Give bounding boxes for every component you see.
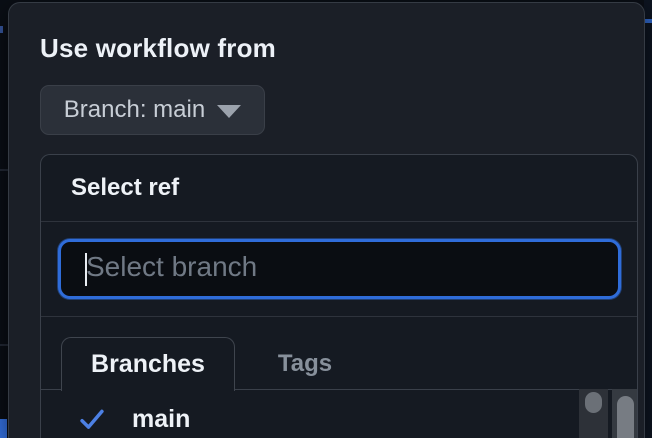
use-workflow-from-heading: Use workflow from bbox=[40, 33, 276, 63]
page-behind-blue-fragment bbox=[0, 26, 3, 33]
panel-scrollbar-thumb[interactable] bbox=[617, 396, 634, 438]
page-behind-divider bbox=[0, 169, 8, 171]
page-behind-strip bbox=[644, 0, 652, 438]
panel-scrollbar-track[interactable] bbox=[612, 389, 637, 438]
text-cursor bbox=[85, 253, 87, 286]
branch-list: main bbox=[41, 390, 637, 438]
list-scrollbar-track[interactable] bbox=[579, 389, 608, 438]
tab-branches[interactable]: Branches bbox=[61, 337, 235, 391]
page-behind-divider bbox=[0, 344, 8, 346]
branch-selector-button[interactable]: Branch: main bbox=[40, 85, 265, 135]
branch-item-label: main bbox=[132, 404, 191, 433]
branch-item-main[interactable]: main bbox=[41, 390, 637, 438]
ref-tabs: Branches Tags bbox=[41, 317, 637, 391]
check-icon bbox=[80, 409, 104, 429]
tab-tags[interactable]: Tags bbox=[235, 337, 375, 390]
ref-search-row bbox=[41, 222, 637, 317]
select-ref-panel: Select ref Branches Tags main bbox=[40, 154, 638, 438]
page-behind-blue-fragment bbox=[0, 419, 7, 438]
page-behind-blue-fragment bbox=[644, 19, 652, 23]
tab-tags-label: Tags bbox=[277, 349, 333, 377]
select-ref-header: Select ref bbox=[41, 155, 637, 222]
chevron-down-icon bbox=[217, 105, 242, 118]
tab-branches-label: Branches bbox=[91, 350, 205, 378]
select-ref-title: Select ref bbox=[71, 174, 180, 201]
ref-search-input[interactable] bbox=[58, 239, 621, 299]
branch-selector-label: Branch: main bbox=[63, 96, 206, 123]
list-scrollbar-thumb[interactable] bbox=[585, 392, 602, 413]
